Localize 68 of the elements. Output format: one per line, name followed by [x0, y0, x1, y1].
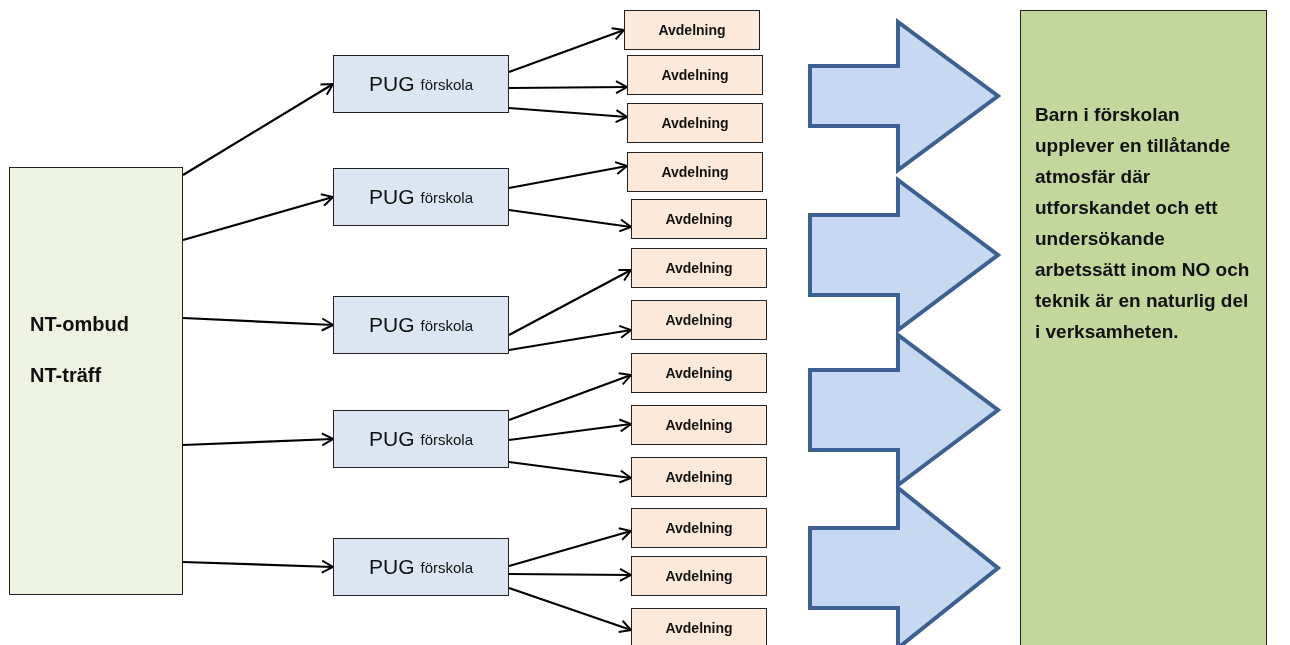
process-box	[627, 55, 763, 95]
arrow	[182, 193, 334, 242]
node-label: Avdelning	[665, 520, 733, 536]
arrow	[508, 418, 632, 442]
process-box	[631, 353, 767, 393]
node-label: Avdelning	[661, 115, 729, 131]
node-label: PUG	[368, 427, 415, 451]
node-label: Avdelning	[665, 312, 733, 328]
process-box	[627, 103, 763, 143]
block-arrow	[808, 331, 1002, 489]
node-label: Avdelning	[665, 469, 733, 485]
arrow	[508, 527, 632, 568]
outcome-text: Barn i förskolan upplever en tillåtande atmosfär där utforskandet och ett undersökande arbetssätt inom NO och teknik är en naturlig del i verksamheten.	[1035, 103, 1251, 344]
arrow	[509, 80, 628, 95]
arrow	[182, 83, 334, 176]
node-label: Avdelning	[665, 365, 733, 381]
arrow	[509, 567, 632, 582]
process-box	[627, 152, 763, 192]
arrow	[182, 316, 334, 332]
node-label: förskola	[420, 75, 473, 93]
node-label: NT-träff	[30, 364, 103, 387]
node-label: förskola	[420, 316, 473, 334]
node-label: Avdelning	[665, 620, 733, 636]
process-box	[9, 167, 183, 595]
process-box	[631, 300, 767, 340]
process-box	[333, 296, 509, 354]
process-box	[624, 10, 760, 50]
process-box	[333, 538, 509, 596]
arrow	[508, 460, 632, 484]
node-label: förskola	[420, 430, 473, 448]
arrow	[508, 27, 625, 74]
outcome-box	[1020, 10, 1267, 645]
arrow	[508, 268, 632, 336]
process-box	[631, 508, 767, 548]
node-label: NT-ombud	[30, 313, 130, 336]
arrow	[508, 372, 632, 422]
arrow	[508, 586, 632, 634]
arrow	[508, 208, 632, 233]
arrow	[182, 559, 334, 574]
node-label: Avdelning	[665, 211, 733, 227]
process-box	[631, 457, 767, 497]
process-box	[333, 410, 509, 468]
node-label: Avdelning	[665, 568, 733, 584]
node-label: Avdelning	[661, 67, 729, 83]
arrow	[508, 161, 628, 190]
node-label: PUG	[368, 555, 415, 579]
node-label: PUG	[368, 185, 415, 209]
process-box	[333, 55, 509, 113]
process-box	[631, 556, 767, 596]
block-arrow	[808, 483, 1002, 645]
node-label: Avdelning	[665, 417, 733, 433]
node-label: förskola	[420, 558, 473, 576]
node-label: Avdelning	[665, 260, 733, 276]
process-box	[631, 608, 767, 645]
arrow	[508, 324, 632, 352]
block-arrow	[808, 18, 1002, 174]
process-box	[631, 199, 767, 239]
node-label: Avdelning	[658, 22, 726, 38]
process-box	[631, 405, 767, 445]
node-label: PUG	[368, 72, 415, 96]
node-label: Avdelning	[661, 164, 729, 180]
arrow	[182, 432, 334, 447]
process-box	[333, 168, 509, 226]
process-box	[631, 248, 767, 288]
arrow	[508, 106, 628, 124]
block-arrow	[808, 176, 1002, 334]
node-label: PUG	[368, 313, 415, 337]
node-label: förskola	[420, 188, 473, 206]
